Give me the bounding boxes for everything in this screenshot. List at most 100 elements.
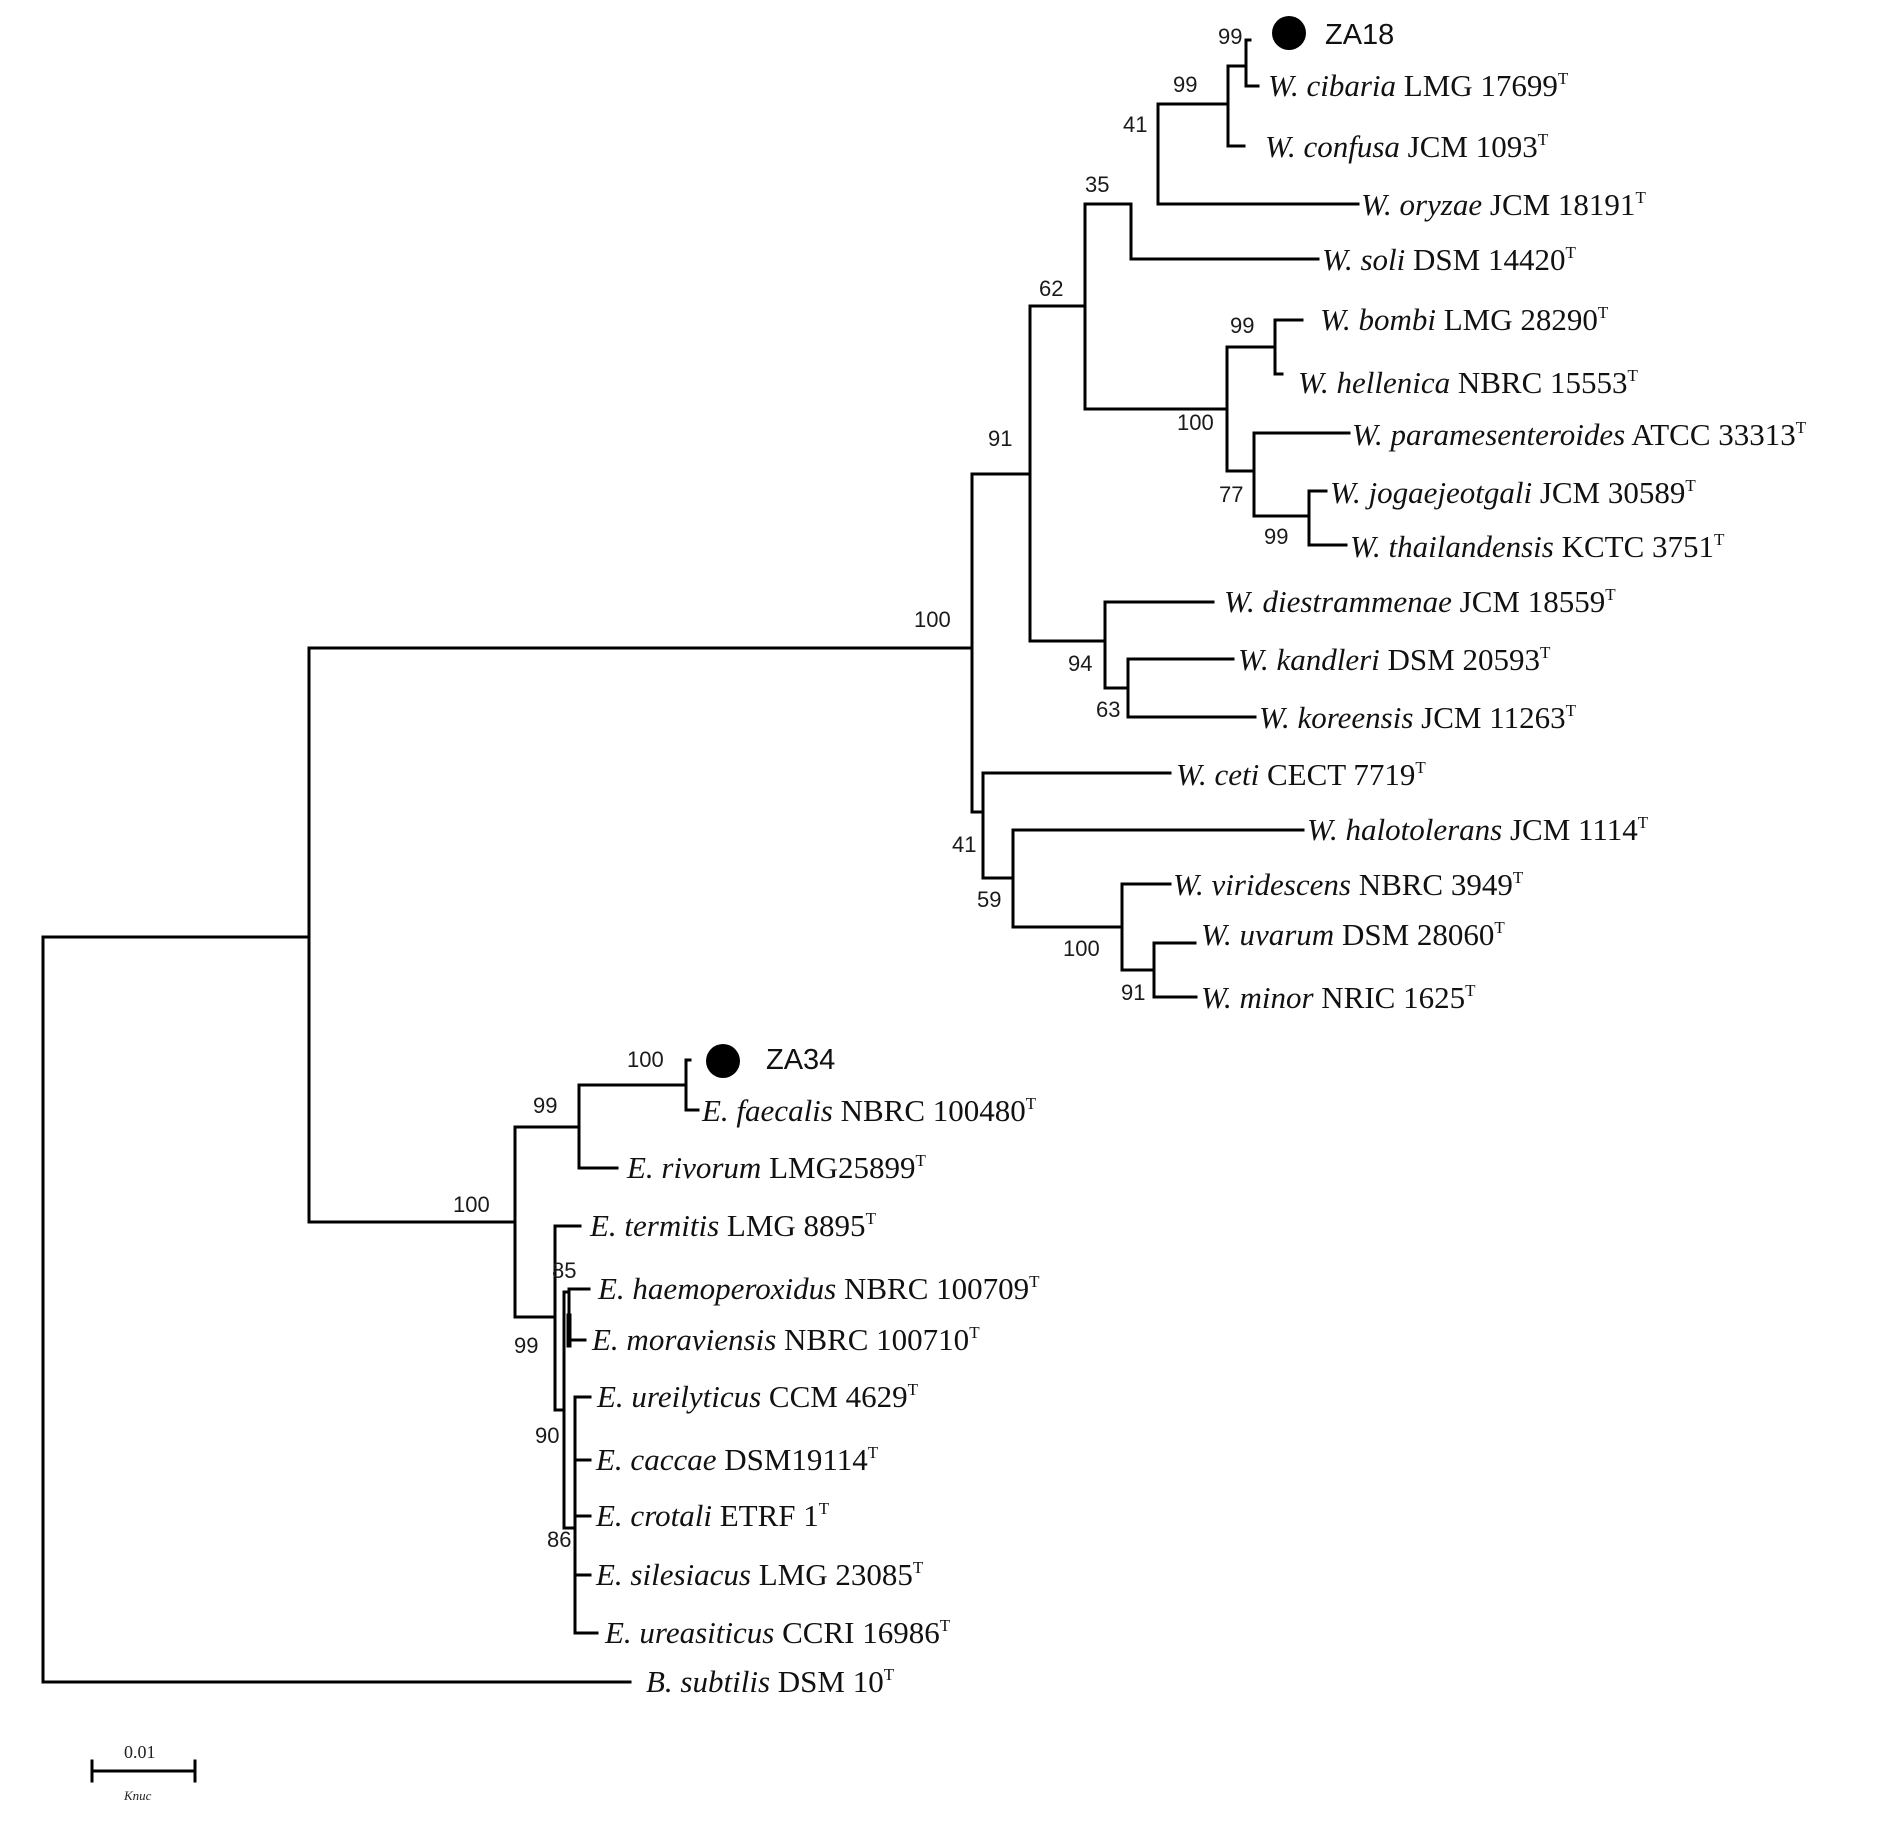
- taxon-strain: JCM 11263: [1421, 700, 1565, 735]
- taxon-strain: LMG 28290: [1444, 302, 1598, 337]
- scale-bar: 0.01 Knuc: [90, 1742, 197, 1803]
- tree-branches: [41, 38, 1360, 1684]
- taxon-label: W. halotolerans JCM 1114T: [1307, 812, 1649, 847]
- branch-za34-faecalis: [684, 1058, 700, 1112]
- type-strain-mark: T: [915, 1151, 926, 1170]
- bootstrap-value: 35: [1085, 172, 1109, 197]
- bootstrap-value: 99: [1218, 24, 1242, 49]
- taxon-strain: DSM 10: [778, 1664, 884, 1699]
- taxon-species: W. hellenica: [1298, 365, 1450, 400]
- taxon-label: W. thailandensis KCTC 3751T: [1350, 529, 1725, 564]
- taxon-species: W. uvarum: [1201, 917, 1334, 952]
- taxon-species: E. caccae: [595, 1442, 717, 1477]
- taxon-species: E. faecalis: [701, 1093, 833, 1128]
- isolate-label: ZA18: [1325, 19, 1394, 51]
- taxon-label: W. jogaejeotgali JCM 30589T: [1330, 475, 1696, 510]
- taxon-species: W. soli: [1322, 242, 1405, 277]
- type-strain-mark: T: [940, 1616, 951, 1635]
- type-strain-mark: T: [969, 1323, 980, 1342]
- taxon-strain: DSM 14420: [1413, 242, 1565, 277]
- bootstrap-value: 90: [535, 1423, 559, 1448]
- scale-bar-line: [90, 1759, 197, 1783]
- branch-node-62: [1083, 202, 1229, 411]
- branch-node-41-top: [1156, 102, 1360, 206]
- taxon-strain: CCRI 16986: [782, 1615, 940, 1650]
- type-strain-mark: T: [1796, 418, 1807, 437]
- bootstrap-value: 86: [547, 1527, 571, 1552]
- isolate-marker-icon: [1272, 16, 1306, 50]
- type-strain-mark: T: [884, 1665, 895, 1684]
- taxon-label: W. diestrammenae JCM 18559T: [1224, 584, 1616, 619]
- taxon-strain: LMG25899: [769, 1150, 915, 1185]
- branch-node-59: [1011, 828, 1305, 929]
- type-strain-mark: T: [1540, 643, 1551, 662]
- taxon-strain: JCM 1093: [1408, 129, 1538, 164]
- taxon-species: W. jogaejeotgali: [1330, 475, 1532, 510]
- branch-node-77: [1252, 431, 1351, 518]
- branch-za18-cibaria: [1244, 38, 1260, 88]
- taxon-label: B. subtilis DSM 10T: [646, 1664, 895, 1699]
- bootstrap-value: 99: [514, 1333, 538, 1358]
- taxon-strain: DSM 20593: [1388, 642, 1540, 677]
- taxon-labels: ZA18 W. cibaria LMG 17699T W. confusa JC…: [589, 16, 1807, 1699]
- taxon-strain: LMG 23085: [759, 1557, 913, 1592]
- taxon-strain: NBRC 3949: [1359, 867, 1513, 902]
- branch-enterococcus: [513, 1125, 581, 1319]
- taxon-label: W. confusa JCM 1093T: [1265, 129, 1549, 164]
- taxon-species: W. paramesenteroides: [1352, 417, 1625, 452]
- type-strain-mark: T: [1638, 813, 1649, 832]
- branch-ingroup: [307, 646, 974, 1224]
- taxon-species: W. cibaria: [1268, 68, 1396, 103]
- bootstrap-value: 100: [627, 1047, 664, 1072]
- taxon-strain: NBRC 100710: [784, 1322, 969, 1357]
- bootstrap-values: 99 99 41 35 62 99 100 77 99 91 100 94 63…: [453, 24, 1288, 1552]
- taxon-strain: NBRC 15553: [1458, 365, 1628, 400]
- taxon-species: W. oryzae: [1361, 187, 1482, 222]
- taxon-label: W. viridescens NBRC 3949T: [1173, 867, 1524, 902]
- taxon-label: E. haemoperoxidus NBRC 100709T: [597, 1271, 1040, 1306]
- type-strain-mark: T: [1415, 758, 1426, 777]
- taxon-species: W. ceti: [1176, 757, 1259, 792]
- taxon-strain: JCM 18559: [1460, 584, 1606, 619]
- taxon-label: W. kandleri DSM 20593T: [1238, 642, 1551, 677]
- taxon-label: E. moraviensis NBRC 100710T: [591, 1322, 980, 1357]
- taxon-species: W. minor: [1201, 980, 1314, 1015]
- branch-node-35: [1129, 202, 1320, 261]
- type-strain-mark: T: [1565, 243, 1576, 262]
- type-strain-mark: T: [1538, 130, 1549, 149]
- type-strain-mark: T: [819, 1499, 830, 1518]
- type-strain-mark: T: [1513, 868, 1524, 887]
- taxon-species: E. silesiacus: [595, 1557, 751, 1592]
- taxon-strain: CECT 7719: [1267, 757, 1415, 792]
- bootstrap-value: 85: [552, 1258, 576, 1283]
- taxon-strain: ATCC 33313: [1631, 417, 1796, 452]
- taxon-species: W. koreensis: [1259, 700, 1413, 735]
- taxon-label: E. ureilyticus CCM 4629T: [596, 1379, 919, 1414]
- branch-node-100-bombi: [1225, 345, 1277, 473]
- type-strain-mark: T: [1029, 1272, 1040, 1291]
- branch-node-90-86: [573, 1395, 599, 1635]
- branch-node-63: [1126, 657, 1257, 719]
- isolate-marker-icon: [706, 1044, 740, 1078]
- bootstrap-value: 62: [1039, 276, 1063, 301]
- taxon-label: W. hellenica NBRC 15553T: [1298, 365, 1639, 400]
- isolate-label: ZA34: [766, 1044, 835, 1076]
- branch-jog-tha: [1307, 489, 1348, 547]
- bootstrap-value: 100: [453, 1192, 490, 1217]
- bootstrap-value: 94: [1068, 651, 1092, 676]
- bootstrap-value: 77: [1219, 482, 1243, 507]
- taxon-species: E. crotali: [595, 1498, 712, 1533]
- branch-node-100-viridescens: [1120, 882, 1172, 972]
- taxon-label: W. ceti CECT 7719T: [1176, 757, 1426, 792]
- type-strain-mark: T: [908, 1380, 919, 1399]
- taxon-strain: DSM 28060: [1342, 917, 1494, 952]
- scale-bar-unit: Knuc: [123, 1788, 152, 1803]
- taxon-label: E. caccae DSM19114T: [595, 1442, 879, 1477]
- taxon-strain: DSM19114: [724, 1442, 868, 1477]
- type-strain-mark: T: [1635, 188, 1646, 207]
- taxon-strain: NBRC 100480: [841, 1093, 1026, 1128]
- taxon-label: E. termitis LMG 8895T: [589, 1208, 877, 1243]
- taxon-label: E. silesiacus LMG 23085T: [595, 1557, 924, 1592]
- taxon-strain: KCTC 3751: [1562, 529, 1714, 564]
- type-strain-mark: T: [1465, 981, 1476, 1000]
